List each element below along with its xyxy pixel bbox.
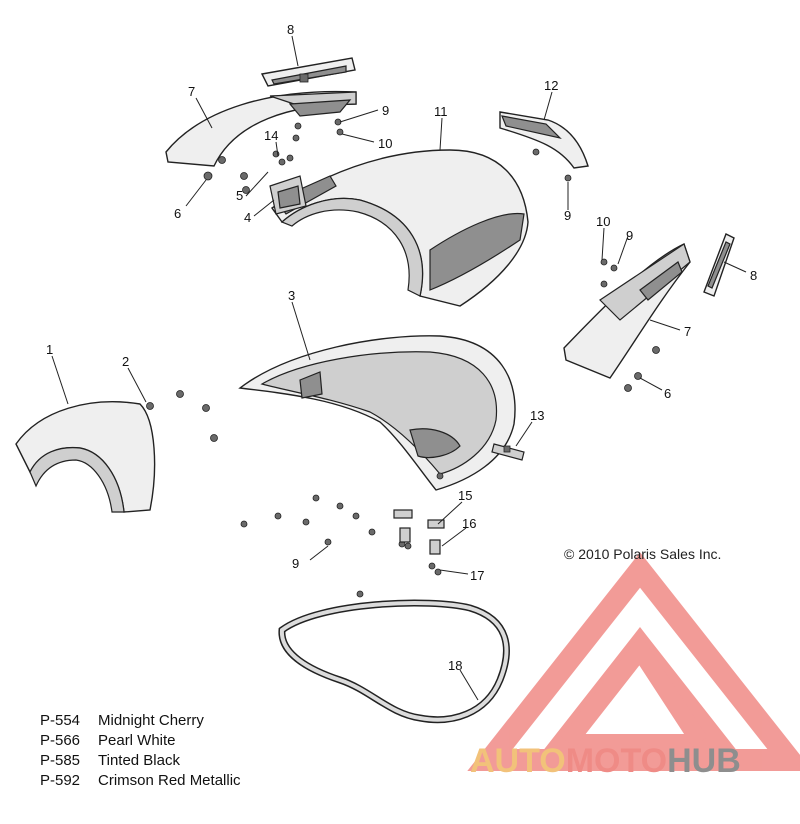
legend-name: Pearl White (98, 732, 176, 749)
callout-16: 16 (462, 516, 476, 531)
part-18-seal (278, 599, 510, 724)
legend-row: P-554 Midnight Cherry (40, 711, 241, 731)
callout-10-right: 10 (596, 214, 610, 229)
callout-15: 15 (458, 488, 472, 503)
watermark-part-hub: HUB (667, 742, 741, 780)
legend-name: Tinted Black (98, 752, 180, 769)
part-11-lid (271, 149, 529, 307)
part-3-base (238, 335, 516, 491)
legend-code: P-585 (40, 752, 81, 769)
callout-8-right: 8 (750, 268, 757, 283)
copyright-notice: © 2010 Polaris Sales Inc. (564, 546, 722, 562)
callout-11: 11 (434, 104, 448, 119)
part-7-top (165, 90, 357, 167)
legend-row: P-585 Tinted Black (40, 751, 241, 771)
callout-7-top: 7 (188, 84, 195, 99)
part-8-top (260, 57, 356, 87)
autmotohub-logo-icon (467, 552, 800, 771)
part-12 (499, 111, 589, 169)
part-8-right (703, 233, 735, 297)
legend-code: P-592 (40, 772, 81, 789)
color-legend: P-554 Midnight Cherry P-566 Pearl White P-… (40, 711, 241, 791)
callout-10-top: 10 (378, 136, 392, 151)
callout-3: 3 (288, 288, 295, 303)
callout-1: 1 (46, 342, 53, 357)
callout-4: 4 (244, 210, 251, 225)
callout-8-top: 8 (287, 22, 294, 37)
callout-2: 2 (122, 354, 129, 369)
legend-name: Midnight Cherry (98, 712, 204, 729)
legend-code: P-566 (40, 732, 81, 749)
callout-9-top: 9 (382, 103, 389, 118)
hardware-fasteners (146, 118, 660, 598)
legend-code: P-554 (40, 712, 81, 729)
callout-14: 14 (264, 128, 278, 143)
callout-18: 18 (448, 658, 462, 673)
callout-7-right: 7 (684, 324, 691, 339)
callout-6-top: 6 (174, 206, 181, 221)
callout-5: 5 (236, 188, 243, 203)
callout-13: 13 (530, 408, 544, 423)
watermark-part-auto: AUTO (470, 742, 566, 780)
callout-9-right-top: 9 (564, 208, 571, 223)
callout-12: 12 (544, 78, 558, 93)
callout-17: 17 (470, 568, 484, 583)
legend-row: P-566 Pearl White (40, 731, 241, 751)
callout-9-right: 9 (626, 228, 633, 243)
legend-name: Crimson Red Metallic (98, 772, 241, 789)
callout-9-bottom: 9 (292, 556, 299, 571)
part-13-latch (491, 443, 525, 461)
leader-lines (51, 35, 747, 701)
watermark-part-moto: MOTO (565, 742, 668, 780)
part-4-bracket (269, 175, 307, 215)
legend-row: P-592 Crimson Red Metallic (40, 771, 241, 791)
part-7-right (563, 243, 691, 379)
part-1-trim (15, 401, 156, 513)
callout-6-right: 6 (664, 386, 671, 401)
watermark-text: AUTOMOTOHUB (470, 742, 741, 781)
